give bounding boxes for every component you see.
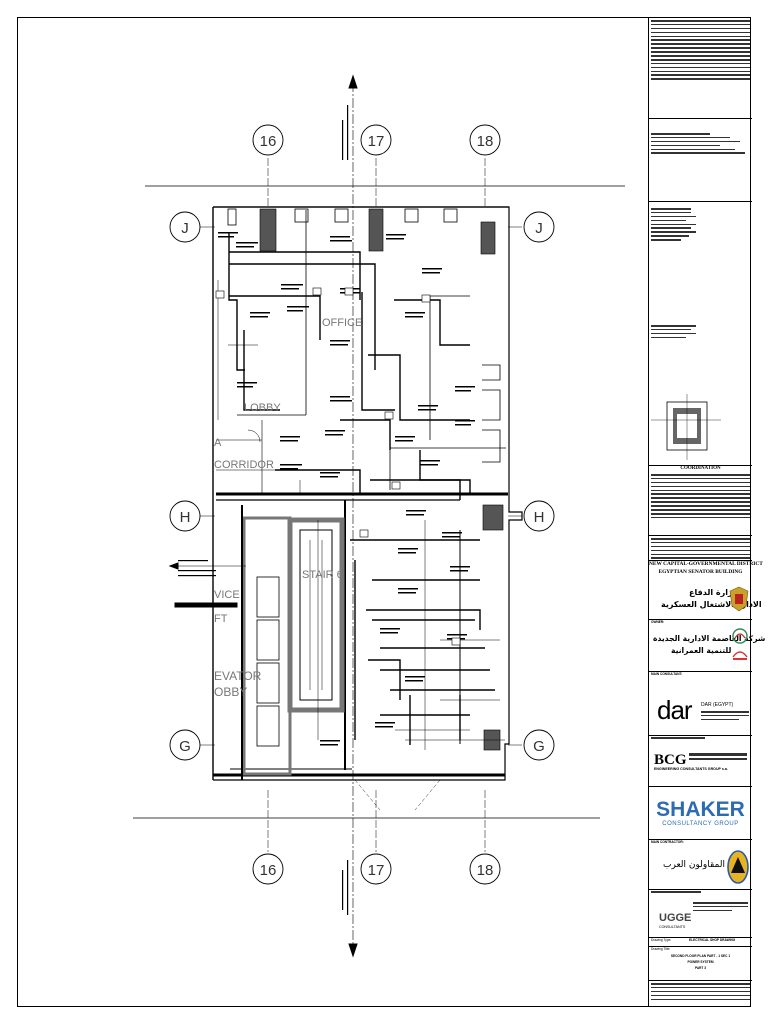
grid-label-17-top: 17 bbox=[368, 133, 385, 150]
main-contractor-label: MAIN CONTRACTOR: bbox=[651, 840, 684, 844]
reference-drawings-table bbox=[651, 20, 750, 82]
drawing-title-line3: PART 3 bbox=[694, 966, 707, 970]
consultant-label-row bbox=[651, 737, 750, 741]
contractor-name-ar: المقاولون العرب bbox=[663, 860, 725, 870]
drawing-title-label: Drawing Title: bbox=[651, 947, 671, 951]
ministry-emblem bbox=[729, 586, 749, 612]
shaker-subtitle: CONSULTANCY GROUP bbox=[662, 821, 739, 827]
grid-bubble-17-top bbox=[360, 124, 392, 156]
grid-bubble-g-right bbox=[523, 729, 555, 761]
grid-label-g-left: G bbox=[179, 738, 191, 755]
room-label-elevator: EVATOR bbox=[214, 669, 262, 683]
grid-bubble-16-bottom bbox=[252, 853, 284, 885]
room-label-corridor: CORRIDOR bbox=[214, 459, 274, 471]
owner-label: OWNER: bbox=[651, 620, 665, 624]
symbols-table bbox=[651, 325, 750, 341]
coordination-table bbox=[651, 474, 750, 521]
drawing-number-table bbox=[651, 983, 750, 1002]
grid-label-j-left: J bbox=[181, 220, 189, 237]
ministry-line2: الادارة الاشتغال العسكرية bbox=[661, 600, 762, 609]
grid-label-j-right: J bbox=[535, 220, 543, 237]
dar-name: DAR (EGYPT) bbox=[701, 702, 734, 708]
drawing-title-line1: SECOND FLOOR PLAN PART - 1 SEC 1 bbox=[670, 954, 731, 958]
room-label-office: OFFICE bbox=[322, 317, 362, 329]
project-title-line1: NEW CAPITAL-GOVERNMENTAL DISTRICT bbox=[649, 561, 763, 567]
room-label-stair: STAIR 6 bbox=[302, 569, 343, 581]
grid-label-18-bottom: 18 bbox=[477, 862, 494, 879]
notes-section bbox=[651, 133, 750, 156]
grid-bubble-j-right bbox=[523, 211, 555, 243]
ugge-arabic-name bbox=[693, 902, 748, 914]
grid-bubble-18-bottom bbox=[469, 853, 501, 885]
key-plan bbox=[651, 394, 721, 460]
grid-bubble-17-bottom bbox=[360, 853, 392, 885]
grid-label-16-bottom: 16 bbox=[260, 862, 277, 879]
grid-label-g-right: G bbox=[533, 738, 545, 755]
project-title-line2: EGYPTIAN SENATOR BUILDING bbox=[658, 569, 743, 575]
grid-label-17-bottom: 17 bbox=[368, 862, 385, 879]
grid-label-16-top: 16 bbox=[260, 133, 277, 150]
grid-bubble-g-left bbox=[169, 729, 201, 761]
drawing-title-line2: POWER SYSTEM bbox=[687, 960, 714, 964]
grid-label-h-left: H bbox=[180, 509, 191, 526]
grid-bubble-h-left bbox=[169, 500, 201, 532]
sheet-border bbox=[17, 17, 751, 1007]
room-label-lobby: LOBBY bbox=[244, 402, 281, 414]
revision-table bbox=[651, 538, 750, 561]
title-block: COORDINATION NEW CAPITAL-GOVERNMENTAL DI… bbox=[648, 17, 765, 1007]
acud-logo bbox=[732, 651, 748, 660]
contractor-logo bbox=[727, 850, 749, 884]
grid-bubble-16-top bbox=[252, 124, 284, 156]
bcg-logo: BCG bbox=[654, 752, 687, 768]
owner-name-ar-line1: شركة العاصمة الادارية الجديدة bbox=[653, 634, 766, 643]
room-label-ft: FT bbox=[214, 613, 228, 625]
grid-label-h-right: H bbox=[534, 509, 545, 526]
ugge-logo: UGGE bbox=[659, 912, 692, 924]
drawing-type-value: ELECTRICAL SHOP DRAWING bbox=[689, 938, 736, 942]
room-label-corridor-prefix: A bbox=[214, 437, 222, 449]
coordination-heading: COORDINATION bbox=[680, 466, 721, 471]
grid-label-18-top: 18 bbox=[477, 133, 494, 150]
ugge-subtitle: CONSULTANTS bbox=[659, 925, 686, 929]
drawing-type-label: Drawing Type: bbox=[651, 938, 672, 942]
room-label-elevator-lobby: OBBY bbox=[214, 685, 247, 699]
legend-table bbox=[651, 208, 750, 243]
ministry-line1: وزارة الدفاع bbox=[689, 588, 738, 597]
owner-logo bbox=[732, 628, 748, 644]
main-consultant-label: MAIN CONSULTANT: bbox=[651, 672, 683, 676]
dar-logo: dar bbox=[657, 695, 693, 725]
grid-bubble-h-right bbox=[523, 500, 555, 532]
owner-name-ar-line2: للتنمية العمرانية bbox=[671, 646, 732, 655]
room-label-vice: VICE bbox=[214, 589, 240, 601]
grid-bubble-j-left bbox=[169, 211, 201, 243]
shaker-logo: SHAKER bbox=[656, 798, 745, 821]
dar-address bbox=[701, 711, 749, 723]
ugge-label-row bbox=[651, 891, 750, 895]
floor-plan: 16 17 18 16 17 18 J J H H G G OFFICE LOB… bbox=[133, 74, 625, 958]
grid-bubble-18-top bbox=[469, 124, 501, 156]
bcg-arabic-name bbox=[689, 753, 747, 763]
bcg-subtitle: ENGINEERING CONSULTANTS GROUP s.a. bbox=[654, 767, 728, 771]
